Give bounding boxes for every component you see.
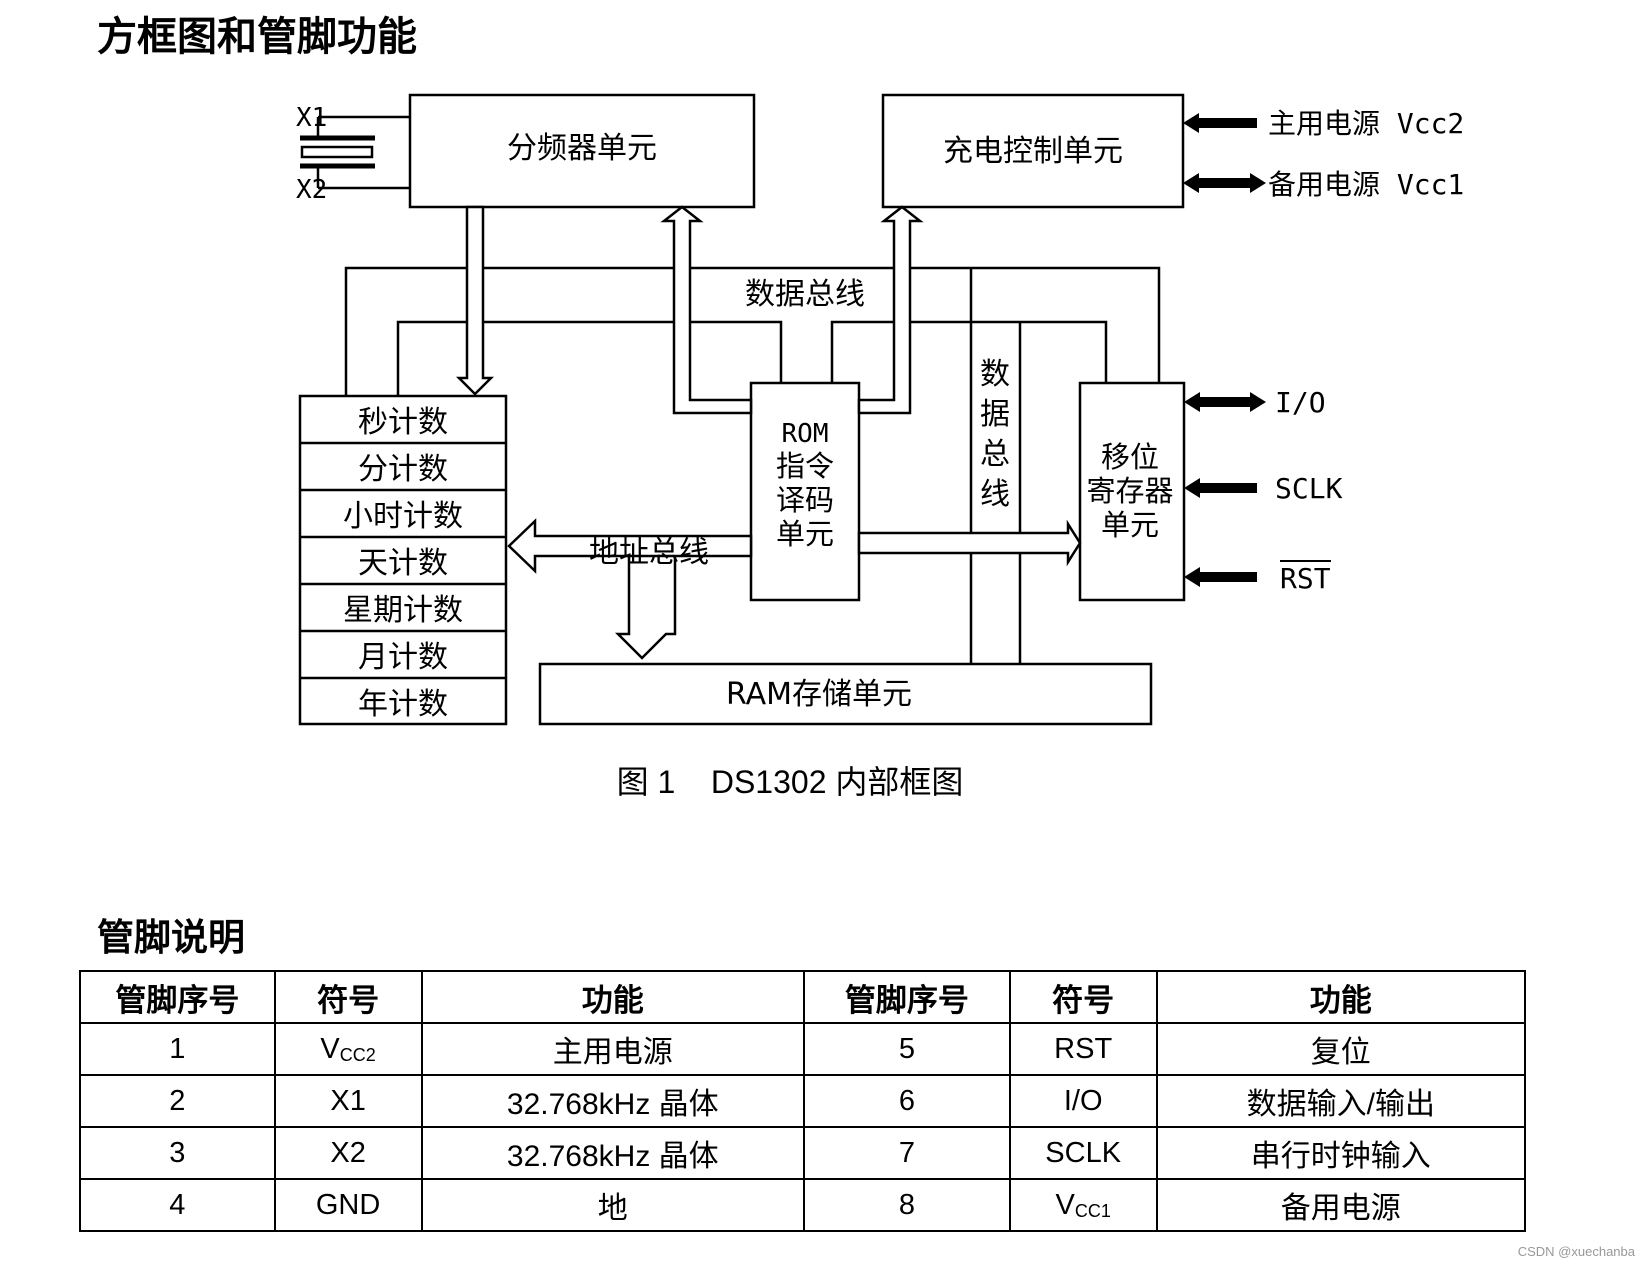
- counter-month: 月计数: [358, 640, 448, 675]
- pin-number-cell: 8: [803, 1178, 1011, 1232]
- address-bus-label: 地址总线: [589, 535, 709, 570]
- shift-register-label: 移位: [1101, 440, 1159, 474]
- charge-control-label: 充电控制单元: [943, 134, 1123, 169]
- rst-pin-label: RST: [1280, 562, 1331, 595]
- section-heading-pin-description: 管脚说明: [97, 916, 245, 959]
- pin-number-cell: 7: [803, 1126, 1011, 1180]
- function-cell: 串行时钟输入: [1155, 1126, 1527, 1180]
- function-cell: 复位: [1155, 1022, 1527, 1076]
- column-header: 功能: [420, 970, 806, 1024]
- function-cell: 备用电源: [1155, 1178, 1527, 1232]
- pin-number-cell: 2: [79, 1074, 276, 1128]
- sclk-pin-label: SCLK: [1275, 472, 1343, 505]
- rom-decoder-label: 译码: [776, 483, 834, 517]
- shift-register-label: 寄存器: [1086, 474, 1173, 508]
- function-cell: 数据输入/输出: [1155, 1074, 1527, 1128]
- counter-seconds: 秒计数: [358, 405, 448, 440]
- ram-unit-label: RAM存储单元: [726, 677, 912, 712]
- symbol-cell: SCLK: [1008, 1126, 1158, 1180]
- symbol-cell: I/O: [1008, 1074, 1158, 1128]
- pin-number-cell: 3: [79, 1126, 276, 1180]
- data-bus-vertical-char: 线: [980, 477, 1010, 512]
- counter-minutes: 分计数: [358, 452, 448, 487]
- pin-number-cell: 1: [79, 1022, 276, 1076]
- column-header: 符号: [273, 970, 423, 1024]
- rom-decoder-label: 单元: [776, 517, 834, 551]
- pin-table: 管脚序号 符号 功能 管脚序号 符号 功能 1 VCC2 主用电源 5 RST …: [79, 970, 1527, 1232]
- divider-unit-label: 分频器单元: [507, 131, 657, 166]
- symbol-cell: X2: [273, 1126, 423, 1180]
- pin-number-cell: 4: [79, 1178, 276, 1232]
- data-bus-vertical-char: 总: [980, 437, 1010, 472]
- table-header-row: 管脚序号 符号 功能 管脚序号 符号 功能: [79, 970, 1527, 1024]
- counter-days: 天计数: [358, 546, 448, 581]
- function-cell: 32.768kHz 晶体: [420, 1074, 806, 1128]
- rom-decoder-label: ROM: [782, 419, 829, 449]
- function-cell: 主用电源: [420, 1022, 806, 1076]
- table-row: 4 GND 地 8 VCC1 备用电源: [79, 1178, 1527, 1232]
- backup-power-label: 备用电源 Vcc1: [1268, 168, 1464, 201]
- figure-caption: 图 1 DS1302 内部框图: [616, 764, 964, 800]
- data-bus-label: 数据总线: [745, 277, 865, 312]
- counter-hours: 小时计数: [343, 499, 463, 534]
- symbol-cell: VCC1: [1008, 1178, 1158, 1232]
- shift-register-label: 单元: [1101, 508, 1159, 542]
- column-header: 管脚序号: [803, 970, 1011, 1024]
- column-header: 功能: [1155, 970, 1527, 1024]
- watermark: CSDN @xuechanba: [1517, 1244, 1635, 1259]
- data-bus-vertical-char: 数: [980, 357, 1010, 392]
- column-header: 管脚序号: [79, 970, 276, 1024]
- crystal-x1-label: X1: [296, 103, 327, 133]
- rom-decoder-label: 指令: [776, 449, 834, 483]
- section-heading-block-diagram: 方框图和管脚功能: [97, 14, 417, 60]
- main-power-label: 主用电源 Vcc2: [1268, 107, 1464, 140]
- symbol-cell: VCC2: [273, 1022, 423, 1076]
- symbol-cell: GND: [273, 1178, 423, 1232]
- pin-number-cell: 6: [803, 1074, 1011, 1128]
- pin-number-cell: 5: [803, 1022, 1011, 1076]
- counter-year: 年计数: [358, 687, 448, 722]
- symbol-cell: RST: [1008, 1022, 1158, 1076]
- column-header: 符号: [1008, 970, 1158, 1024]
- table-row: 3 X2 32.768kHz 晶体 7 SCLK 串行时钟输入: [79, 1126, 1527, 1180]
- function-cell: 地: [420, 1178, 806, 1232]
- table-row: 2 X1 32.768kHz 晶体 6 I/O 数据输入/输出: [79, 1074, 1527, 1128]
- crystal-x2-label: X2: [296, 175, 327, 205]
- data-bus-vertical-char: 据: [980, 397, 1010, 432]
- counter-weekday: 星期计数: [343, 593, 463, 628]
- symbol-cell: X1: [273, 1074, 423, 1128]
- ds1302-block-diagram: X1 X2 分频器单元 充电控制单元 主用电源 Vcc2 备用电源 Vcc1 数…: [296, 93, 1464, 726]
- io-pin-label: I/O: [1275, 386, 1326, 419]
- function-cell: 32.768kHz 晶体: [420, 1126, 806, 1180]
- table-row: 1 VCC2 主用电源 5 RST 复位: [79, 1022, 1527, 1076]
